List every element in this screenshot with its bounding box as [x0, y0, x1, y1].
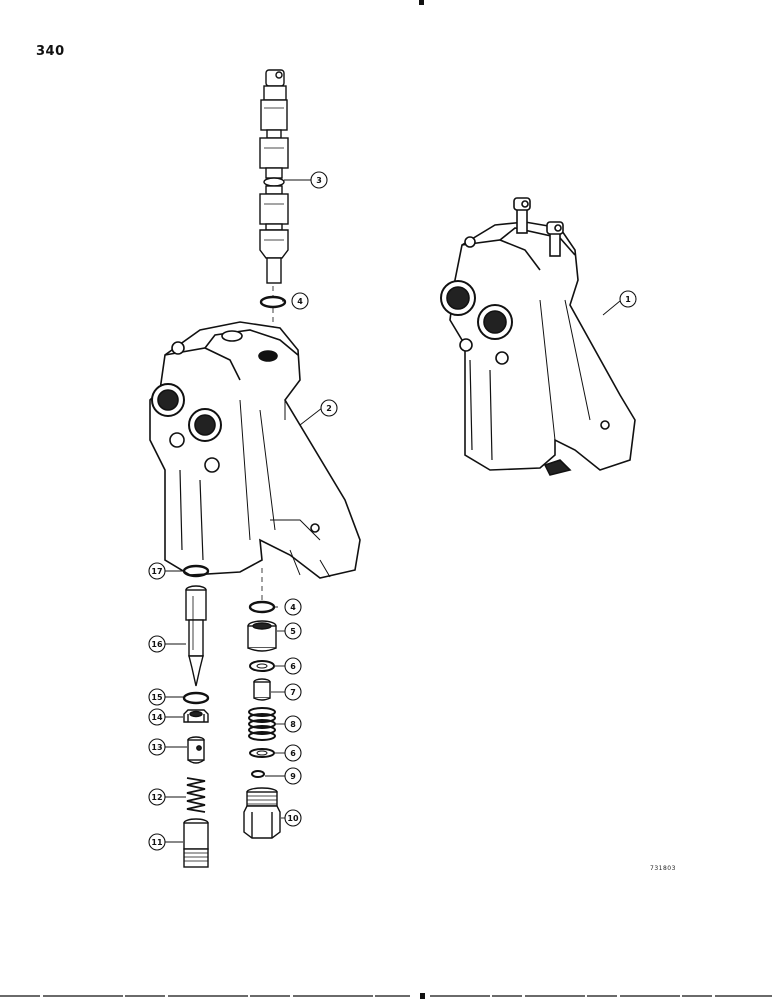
snap-ring-9 [251, 770, 265, 778]
svg-text:4: 4 [297, 297, 303, 306]
page-number: 340 [36, 44, 65, 59]
svg-text:10: 10 [287, 814, 299, 823]
callout-4-upper: 4 [291, 292, 309, 310]
callout-8: 8 [284, 715, 302, 733]
svg-text:1: 1 [625, 295, 631, 304]
callout-6-upper: 6 [284, 657, 302, 675]
svg-text:9: 9 [290, 772, 296, 781]
svg-text:4: 4 [290, 603, 296, 612]
svg-text:5: 5 [290, 627, 296, 636]
plug-10 [243, 787, 281, 839]
callout-6-lower: 6 [284, 744, 302, 762]
piston-7 [253, 678, 271, 701]
valve-assembly [440, 197, 636, 476]
svg-text:16: 16 [151, 640, 163, 649]
svg-text:3: 3 [316, 176, 322, 185]
plug-11 [183, 818, 209, 868]
callout-12: 12 [148, 788, 166, 806]
valve-body-exploded [149, 321, 361, 579]
callout-2: 2 [320, 399, 338, 417]
bottom-border [0, 993, 772, 999]
spring-12 [186, 777, 206, 813]
callout-9: 9 [284, 767, 302, 785]
spring-8 [248, 707, 276, 741]
svg-text:6: 6 [290, 662, 296, 671]
callout-5: 5 [284, 622, 302, 640]
callout-17: 17 [148, 562, 166, 580]
o-ring-17 [182, 564, 210, 578]
poppet-13 [187, 736, 205, 764]
seat-14 [183, 709, 209, 723]
callout-11: 11 [148, 833, 166, 851]
valve-spool [259, 69, 289, 284]
callout-13: 13 [148, 738, 166, 756]
o-ring-upper [259, 295, 287, 309]
plunger-16 [185, 585, 207, 687]
callout-1: 1 [619, 290, 637, 308]
svg-text:14: 14 [151, 713, 163, 722]
svg-text:17: 17 [151, 567, 162, 576]
callout-16: 16 [148, 635, 166, 653]
drawing-code: 731803 [650, 865, 676, 872]
svg-text:6: 6 [290, 749, 296, 758]
svg-text:15: 15 [151, 693, 163, 702]
callout-4-lower: 4 [284, 598, 302, 616]
callout-10: 10 [284, 809, 302, 827]
o-ring-15 [182, 691, 210, 705]
svg-text:11: 11 [151, 838, 163, 847]
svg-text:8: 8 [290, 720, 296, 729]
callout-15: 15 [148, 688, 166, 706]
bushing-5 [247, 620, 277, 652]
svg-text:2: 2 [326, 404, 332, 413]
callout-3: 3 [310, 171, 328, 189]
o-ring-lower [248, 600, 276, 614]
svg-text:12: 12 [151, 793, 162, 802]
svg-text:7: 7 [290, 688, 296, 697]
svg-text:13: 13 [151, 743, 162, 752]
callout-7: 7 [284, 683, 302, 701]
callout-14: 14 [148, 708, 166, 726]
